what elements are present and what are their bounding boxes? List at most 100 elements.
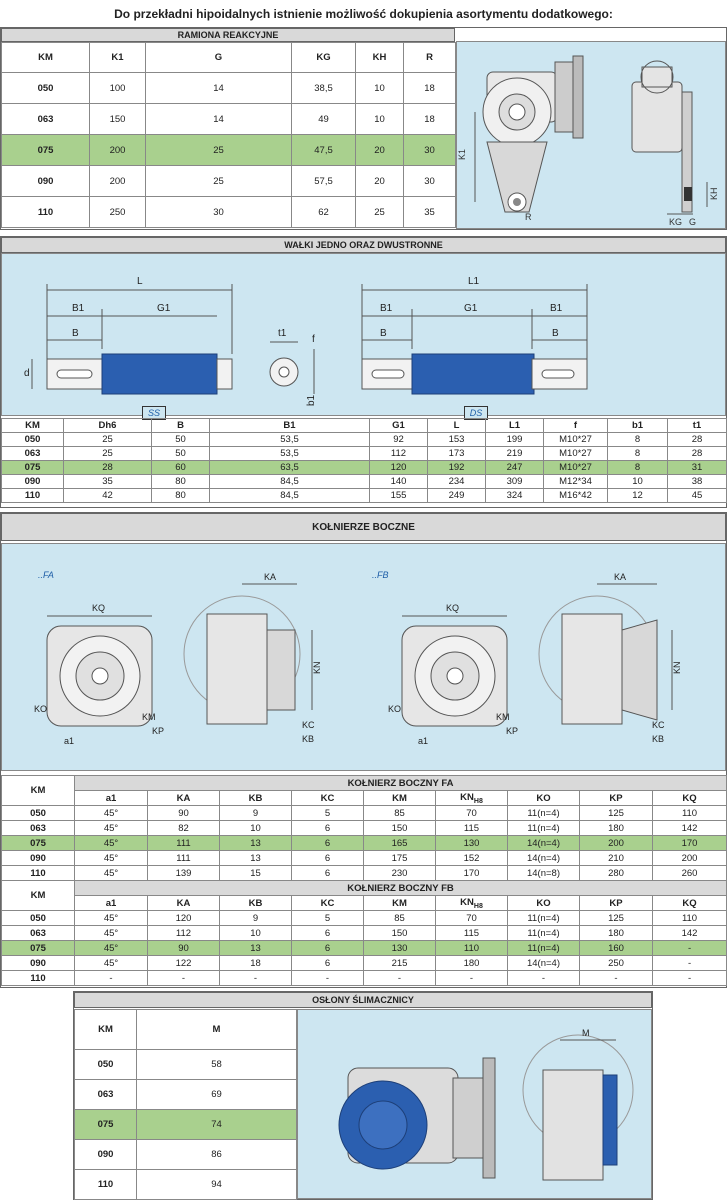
table-cell: 28 bbox=[63, 460, 152, 475]
shafts-col-header: t1 bbox=[667, 418, 727, 433]
table-cell: 234 bbox=[427, 474, 486, 489]
table-cell: 152 bbox=[435, 850, 508, 866]
table-cell: 200 bbox=[651, 850, 727, 866]
table-cell: 280 bbox=[579, 865, 653, 881]
table-cell: 192 bbox=[427, 460, 486, 475]
table-cell: M16*42 bbox=[543, 488, 608, 503]
shaft-label-t1: t1 bbox=[278, 328, 287, 339]
table-cell: 180 bbox=[579, 925, 653, 941]
table-cell: 063 bbox=[1, 925, 75, 941]
flange-a-label-kb: KB bbox=[302, 734, 314, 744]
table-cell: 090 bbox=[74, 1139, 137, 1170]
fb-title: KOŁNIERZ BOCZNY FB bbox=[73, 880, 727, 896]
table-cell: 86 bbox=[136, 1139, 297, 1170]
flange-a-label-kq: KQ bbox=[92, 603, 105, 613]
fa-col-header: KA bbox=[147, 790, 220, 806]
table-cell: 94 bbox=[136, 1169, 297, 1200]
table-cell: 150 bbox=[363, 925, 436, 941]
table-cell: 170 bbox=[651, 835, 727, 851]
covers-label-m: M bbox=[582, 1028, 590, 1038]
covers-col-header: KM bbox=[74, 1009, 137, 1050]
fa-col-header: KO bbox=[507, 790, 580, 806]
arms-col-header: R bbox=[403, 42, 456, 73]
table-cell: 110 bbox=[1, 196, 90, 228]
table-cell: 25 bbox=[145, 165, 292, 197]
flange-tag-fa: ..FA bbox=[38, 570, 54, 580]
flanges-section: KOŁNIERZE BOCZNE bbox=[0, 512, 727, 988]
table-cell: 5 bbox=[291, 910, 364, 926]
flange-b-label-kp: KP bbox=[506, 726, 518, 736]
flange-a-label-ko: KO bbox=[34, 704, 47, 714]
table-cell: 110 bbox=[651, 805, 727, 821]
shafts-col-header: L1 bbox=[485, 418, 544, 433]
col-label: KP bbox=[609, 792, 623, 804]
table-cell: 38,5 bbox=[291, 72, 356, 104]
table-cell: 13 bbox=[219, 835, 292, 851]
table-cell: 150 bbox=[363, 820, 436, 836]
table-cell: 15 bbox=[219, 865, 292, 881]
table-cell: 125 bbox=[579, 910, 653, 926]
table-cell: M10*27 bbox=[543, 446, 608, 461]
table-cell: 90 bbox=[147, 940, 220, 956]
table-cell: 090 bbox=[1, 165, 90, 197]
flange-b-label-kb: KB bbox=[652, 734, 664, 744]
shaft-label-ds-b: B bbox=[380, 328, 387, 339]
col-label: KC bbox=[320, 897, 335, 909]
table-cell: 130 bbox=[435, 835, 508, 851]
table-cell: 14(n=4) bbox=[507, 850, 580, 866]
table-cell: 70 bbox=[435, 910, 508, 926]
flange-a-label-km: KM bbox=[142, 712, 156, 722]
table-cell: 12 bbox=[607, 488, 668, 503]
table-cell: 155 bbox=[369, 488, 428, 503]
table-cell: 45° bbox=[74, 910, 148, 926]
table-cell: 10 bbox=[355, 72, 404, 104]
col-label: KP bbox=[609, 897, 623, 909]
fb-col-header: KO bbox=[507, 895, 580, 911]
arms-label-kg: KG bbox=[669, 217, 682, 227]
table-cell: 050 bbox=[1, 72, 90, 104]
table-cell: 6 bbox=[291, 850, 364, 866]
fb-col-header: KQ bbox=[651, 895, 727, 911]
table-cell: 260 bbox=[651, 865, 727, 881]
flange-b-label-km: KM bbox=[496, 712, 510, 722]
flange-b-label-kc: KC bbox=[652, 720, 665, 730]
table-cell: 11(n=4) bbox=[507, 820, 580, 836]
table-cell: 110 bbox=[651, 910, 727, 926]
table-cell: 180 bbox=[435, 955, 508, 971]
table-cell: 112 bbox=[147, 925, 220, 941]
table-cell: 20 bbox=[355, 165, 404, 197]
fa-col-header: a1 bbox=[74, 790, 148, 806]
table-cell: 6 bbox=[291, 865, 364, 881]
table-cell: 200 bbox=[89, 165, 146, 197]
table-cell: 6 bbox=[291, 820, 364, 836]
table-cell: 31 bbox=[667, 460, 727, 475]
table-cell: - bbox=[579, 970, 653, 986]
table-cell: 35 bbox=[403, 196, 456, 228]
table-cell: 45° bbox=[74, 820, 148, 836]
table-cell: 122 bbox=[147, 955, 220, 971]
col-label: KM bbox=[392, 897, 407, 909]
table-cell: 324 bbox=[485, 488, 544, 503]
shaft-label-ds-b1-right: B1 bbox=[550, 303, 563, 314]
col-label: KO bbox=[536, 792, 551, 804]
fb-col-header: KM bbox=[363, 895, 436, 911]
table-cell: 30 bbox=[403, 134, 456, 166]
table-cell: 45° bbox=[74, 940, 148, 956]
table-cell: - bbox=[74, 970, 148, 986]
table-cell: 075 bbox=[74, 1109, 137, 1140]
table-cell: 050 bbox=[1, 910, 75, 926]
table-cell: 14 bbox=[145, 103, 292, 135]
col-label: KB bbox=[248, 792, 263, 804]
table-cell: 10 bbox=[607, 474, 668, 489]
table-cell: 199 bbox=[485, 432, 544, 447]
